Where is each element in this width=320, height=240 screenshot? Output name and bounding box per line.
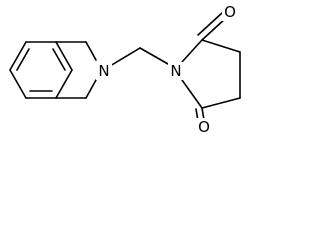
atom-imide-nitrogen: N [168,62,184,80]
atom-oxygen-top: O [222,3,238,21]
bond-c2-c3 [201,39,241,53]
bond-c1-n2 [85,41,97,61]
bond-c5-n [181,79,203,109]
bond-ch2-n-imide [139,47,169,65]
bonds [9,12,241,122]
atom-oxygen-bottom: O [196,118,212,136]
bond-n2-ch2 [109,47,141,67]
bond-benz-4 [55,69,73,99]
bond-benz-1 [9,41,27,71]
atom-labels: N N O O [96,3,238,136]
bond-n2-c3 [85,79,97,99]
bond-c4-c5 [201,97,241,109]
imide-nitrogen-label: N [170,62,181,80]
bond-benz-3-inner [52,48,66,71]
molecule-diagram: N N O O [9,3,241,136]
bond-n-c2 [181,39,203,63]
bond-carbonyl-top-b [197,12,223,36]
bond-benz-3 [55,41,73,71]
amine-nitrogen-label: N [98,62,109,80]
bond-benz-6 [9,69,27,99]
oxygen-bottom-label: O [198,118,210,136]
oxygen-top-label: O [224,3,236,21]
bond-carbonyl-top-a [201,17,227,41]
bond-benz-1-inner [16,48,30,71]
atom-amine-nitrogen: N [96,62,112,80]
